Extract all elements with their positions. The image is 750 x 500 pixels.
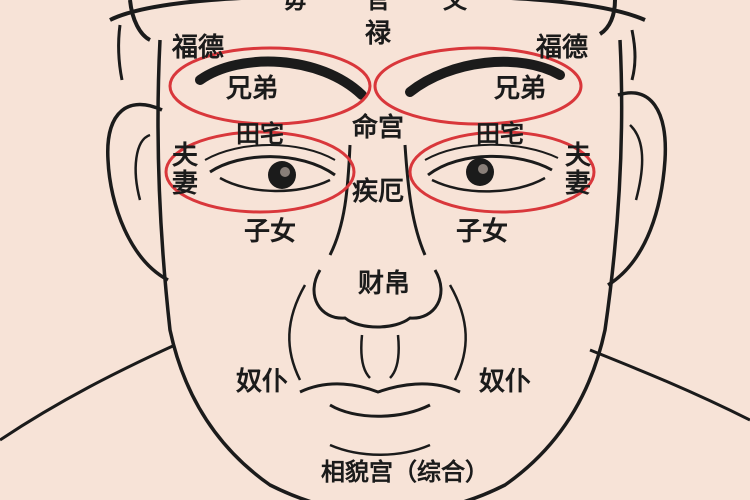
xiangmao-label: 相貌宫（综合） [321,457,489,486]
fude-left-label: 福德 [171,33,224,63]
hair-right-tuft [598,0,617,36]
right-eye-lower [431,176,546,193]
left-eyebrow [195,56,367,100]
right-ear-inner [629,124,644,201]
hair-left-line [117,24,124,81]
left-eye-upper [209,155,336,177]
face-left-outline [156,39,311,500]
zinv-right-label: 子女 [456,216,508,247]
xiongdi-left-highlight [168,46,372,126]
nose-left-line [328,144,352,256]
right-eye-upper [427,154,553,177]
fuqi-left-label-1: 夫 [172,141,199,171]
fuqi-right-label-1: 夫 [565,141,592,171]
tianzhai-left-label: 田宅 [236,119,284,148]
left-ear [106,102,169,282]
left-eye-crease [204,144,336,161]
xiongdi-left-label: 兄弟 [226,74,278,104]
xiongdi-right-label: 兄弟 [494,74,546,104]
fuqi-right-label-2: 妻 [565,169,591,199]
top-center-partial-label: 官 [366,0,390,14]
right-pupil-highlight [478,164,488,174]
upper-lip [299,382,461,394]
left-shoulder [0,343,176,442]
lu-label: 禄 [365,19,392,49]
right-ear [607,91,668,287]
lower-lip [329,403,431,418]
right-nasolabial-fold [448,284,467,381]
left-eye-lower [219,176,331,193]
hair [109,0,646,22]
top-left-partial-label: 毋 [283,0,307,14]
fuqi-left-label-2: 妻 [172,169,198,199]
jie-label: 疾厄 [352,176,404,207]
right-shoulder [589,348,750,422]
eye-left-highlight [164,130,356,214]
face-right-outline [463,39,624,500]
nupu-left-label: 奴仆 [235,367,288,397]
xiongdi-right-highlight [373,46,583,126]
fude-right-label: 福德 [535,33,588,63]
hair-right-line [630,29,637,81]
right-eyebrow [405,56,565,97]
philtrum [360,334,400,379]
eye-right-highlight [408,130,596,214]
top-right-partial-label: 文 [443,0,468,14]
nose-base [312,269,443,329]
minggong-label: 命宫 [352,112,404,143]
zinv-left-label: 子女 [244,216,296,247]
tianzhai-right-label: 田宅 [476,119,524,148]
right-eye-crease [424,143,559,161]
hair-left-tuft [128,0,152,42]
caibo-label: 财帛 [358,268,410,299]
left-pupil-highlight [280,167,290,177]
left-ear-inner [134,133,151,201]
nose-right-line [403,144,427,256]
chin-line [329,443,431,456]
nupu-right-label: 奴仆 [478,367,531,397]
left-nasolabial-fold [288,284,307,381]
